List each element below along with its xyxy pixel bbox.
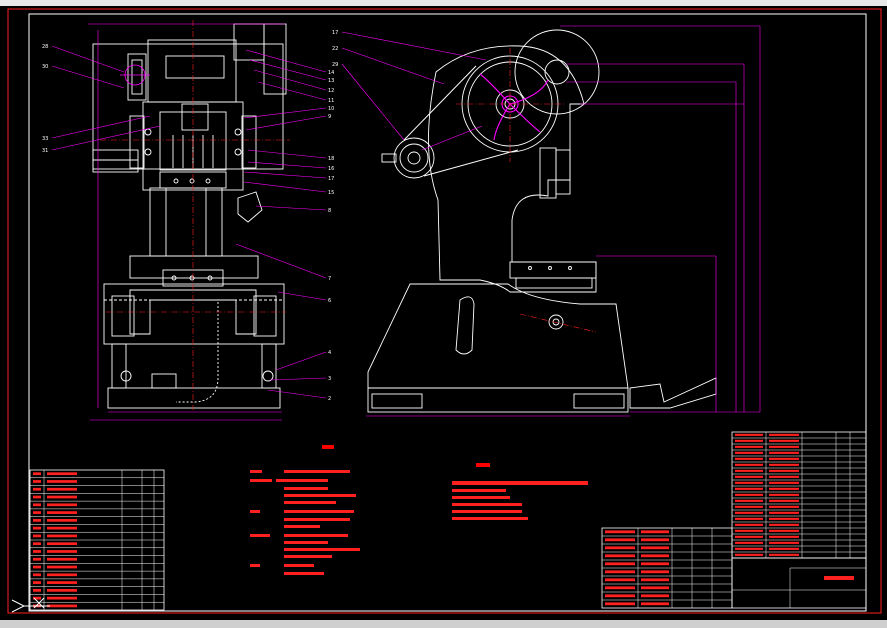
parts-list-left: [29, 469, 165, 611]
side-flywheel-spokes: [479, 73, 549, 141]
window-top-strip: [0, 0, 887, 6]
inner-drawing-frame: [28, 13, 867, 612]
svg-text:14: 14: [328, 70, 334, 76]
title-block: [601, 527, 867, 609]
svg-text:30: 30: [42, 64, 48, 70]
svg-text:29: 29: [332, 62, 338, 68]
svg-text:9: 9: [328, 114, 331, 120]
side-leaders: [341, 31, 487, 151]
tech-characteristics-block: [452, 463, 588, 520]
side-centerlines: [456, 48, 597, 333]
svg-text:2: 2: [328, 396, 331, 402]
front-centerlines: [100, 20, 290, 410]
svg-text:6: 6: [328, 298, 331, 304]
svg-text:13: 13: [328, 78, 334, 84]
front-leader-labels-left: 28 30 33 31: [42, 44, 48, 154]
side-view[interactable]: [367, 29, 717, 413]
svg-text:17: 17: [328, 176, 334, 182]
svg-text:11: 11: [328, 98, 334, 104]
side-leader-labels: 17 22 29: [332, 30, 338, 68]
svg-text:3: 3: [328, 376, 331, 382]
svg-text:17: 17: [332, 30, 338, 36]
svg-text:10: 10: [328, 106, 334, 112]
window-bottom-strip: [0, 620, 887, 628]
front-leader-labels-right: 14 13 12 11 10 9 18 16 17 15 8 7 6 4 3 2: [328, 70, 334, 402]
svg-text:28: 28: [42, 44, 48, 50]
svg-text:22: 22: [332, 46, 338, 52]
svg-text:7: 7: [328, 276, 331, 282]
svg-text:16: 16: [328, 166, 334, 172]
front-leaders-right: [235, 49, 327, 399]
svg-text:8: 8: [328, 208, 331, 214]
side-belt: [403, 65, 519, 177]
svg-text:33: 33: [42, 136, 48, 142]
front-gear: [120, 64, 150, 86]
svg-text:18: 18: [328, 156, 334, 162]
svg-text:12: 12: [328, 88, 334, 94]
outer-drawing-frame: [7, 8, 882, 614]
side-dimensions: [366, 25, 761, 417]
front-view[interactable]: [92, 23, 287, 409]
svg-text:4: 4: [328, 350, 331, 356]
tech-requirements-block: [250, 445, 360, 575]
front-leaders-left: [51, 45, 161, 151]
ucs-axis-icon: [11, 597, 50, 613]
front-dimensions: [88, 23, 285, 421]
svg-text:31: 31: [42, 148, 48, 154]
parts-list-right: [731, 431, 867, 559]
svg-text:15: 15: [328, 190, 334, 196]
